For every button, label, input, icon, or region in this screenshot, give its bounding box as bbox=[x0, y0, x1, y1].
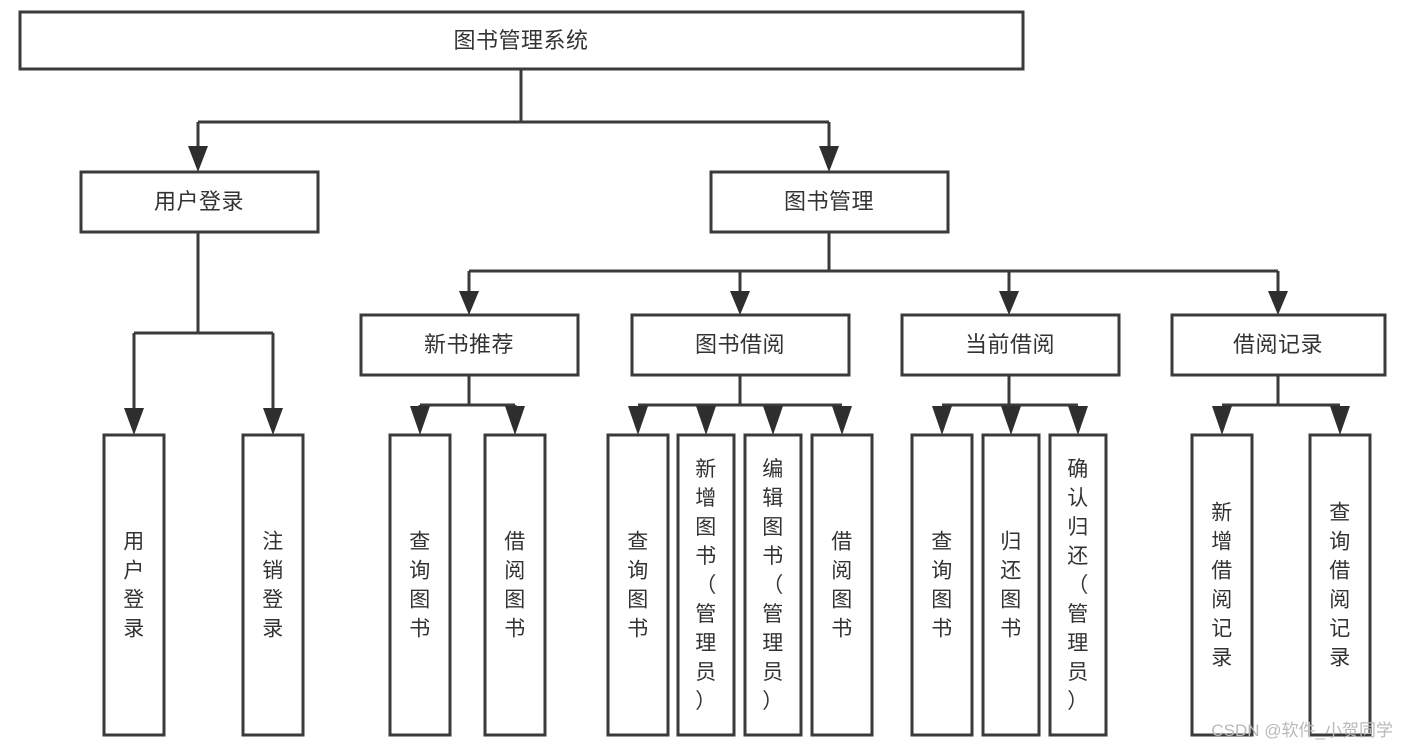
node-book-management-box[interactable] bbox=[709, 170, 950, 234]
arrow-to-leaf-query-borrow-record bbox=[1330, 406, 1350, 435]
node-leaf-add-borrow-record-box[interactable] bbox=[1190, 433, 1254, 737]
node-root[interactable]: 图书管理系统 bbox=[18, 10, 1025, 71]
arrow-to-leaf-edit-book-admin bbox=[763, 406, 783, 435]
node-leaf-confirm-return-admin-label: 确认归还（管理员） bbox=[1067, 458, 1089, 713]
node-leaf-add-book-admin[interactable]: 新增图书（管理员） bbox=[676, 433, 736, 737]
node-leaf-add-book-admin-box[interactable] bbox=[676, 433, 736, 737]
connector-layer bbox=[124, 69, 1350, 435]
node-book-management[interactable]: 图书管理 bbox=[709, 170, 950, 234]
arrow-to-leaf-logout bbox=[263, 408, 283, 435]
node-user-login-box[interactable] bbox=[79, 170, 320, 234]
node-leaf-borrow-book-recommend[interactable]: 借阅图书 bbox=[483, 433, 547, 737]
node-user-login[interactable]: 用户登录 bbox=[79, 170, 320, 234]
node-leaf-confirm-return-admin[interactable]: 确认归还（管理员） bbox=[1048, 433, 1108, 737]
node-leaf-return-book-label: 归还图书 bbox=[1000, 531, 1022, 641]
node-leaf-query-book-borrow-box[interactable] bbox=[606, 433, 670, 737]
node-leaf-query-book-recommend[interactable]: 查询图书 bbox=[388, 433, 452, 737]
watermark-text: CSDN @软件_小贺同学 bbox=[1211, 721, 1393, 740]
node-current-borrow-label: 当前借阅 bbox=[965, 332, 1055, 357]
node-leaf-borrow-book-borrow[interactable]: 借阅图书 bbox=[810, 433, 874, 737]
node-leaf-query-book-current[interactable]: 查询图书 bbox=[910, 433, 974, 737]
node-new-book-recommend-box[interactable] bbox=[359, 313, 580, 377]
arrow-to-book-borrow bbox=[730, 291, 750, 315]
node-borrow-record-box[interactable] bbox=[1170, 313, 1387, 377]
arrow-to-book-management bbox=[819, 146, 839, 172]
node-leaf-query-book-current-label: 查询图书 bbox=[931, 531, 953, 641]
node-book-borrow-label: 图书借阅 bbox=[695, 332, 785, 357]
node-leaf-logout-box[interactable] bbox=[241, 433, 305, 737]
node-leaf-query-borrow-record-box[interactable] bbox=[1308, 433, 1372, 737]
node-leaf-query-book-borrow-label: 查询图书 bbox=[627, 531, 649, 641]
arrow-to-leaf-borrow-book-borrow bbox=[832, 406, 852, 435]
node-leaf-confirm-return-admin-box[interactable] bbox=[1048, 433, 1108, 737]
node-leaf-logout[interactable]: 注销登录 bbox=[241, 433, 305, 737]
node-leaf-borrow-book-recommend-box[interactable] bbox=[483, 433, 547, 737]
node-leaf-query-borrow-record[interactable]: 查询借阅记录 bbox=[1308, 433, 1372, 737]
arrow-to-leaf-query-book-borrow bbox=[628, 406, 648, 435]
arrow-to-leaf-query-book-current bbox=[932, 406, 952, 435]
arrow-to-leaf-add-borrow-record bbox=[1212, 406, 1232, 435]
node-leaf-user-login[interactable]: 用户登录 bbox=[102, 433, 166, 737]
node-borrow-record-label: 借阅记录 bbox=[1233, 332, 1323, 357]
node-borrow-record[interactable]: 借阅记录 bbox=[1170, 313, 1387, 377]
node-leaf-edit-book-admin-label: 编辑图书（管理员） bbox=[762, 458, 784, 713]
node-new-book-recommend[interactable]: 新书推荐 bbox=[359, 313, 580, 377]
arrow-to-leaf-user-login bbox=[124, 408, 144, 435]
arrow-to-leaf-borrow-book-recommend bbox=[505, 406, 525, 435]
node-leaf-add-borrow-record[interactable]: 新增借阅记录 bbox=[1190, 433, 1254, 737]
arrow-to-user-login bbox=[188, 146, 208, 172]
node-leaf-borrow-book-borrow-box[interactable] bbox=[810, 433, 874, 737]
node-leaf-return-book-box[interactable] bbox=[981, 433, 1041, 737]
node-leaf-user-login-label: 用户登录 bbox=[123, 531, 145, 641]
node-leaf-add-book-admin-label: 新增图书（管理员） bbox=[695, 458, 717, 713]
arrow-to-leaf-query-book-recommend bbox=[410, 406, 430, 435]
node-book-borrow[interactable]: 图书借阅 bbox=[630, 313, 851, 377]
node-current-borrow[interactable]: 当前借阅 bbox=[900, 313, 1121, 377]
arrow-to-leaf-confirm-return-admin bbox=[1068, 406, 1088, 435]
node-user-login-label: 用户登录 bbox=[154, 189, 244, 214]
node-root-label: 图书管理系统 bbox=[453, 28, 588, 53]
arrow-to-leaf-add-book-admin bbox=[696, 406, 716, 435]
node-leaf-edit-book-admin[interactable]: 编辑图书（管理员） bbox=[743, 433, 803, 737]
arrow-to-current-borrow bbox=[999, 291, 1019, 315]
arrow-to-borrow-record bbox=[1268, 291, 1288, 315]
node-leaf-logout-label: 注销登录 bbox=[262, 531, 284, 641]
node-leaf-query-book-current-box[interactable] bbox=[910, 433, 974, 737]
node-leaf-borrow-book-recommend-label: 借阅图书 bbox=[504, 531, 526, 641]
node-new-book-recommend-label: 新书推荐 bbox=[424, 332, 514, 357]
leaf-node-layer: 用户登录 注销登录 查询图书 借阅图书 查询图书 新增图书（管理员） bbox=[102, 433, 1372, 737]
node-leaf-query-borrow-record-label: 查询借阅记录 bbox=[1329, 502, 1351, 670]
node-leaf-edit-book-admin-box[interactable] bbox=[743, 433, 803, 737]
node-leaf-add-borrow-record-label: 新增借阅记录 bbox=[1211, 502, 1233, 670]
arrow-to-new-book-recommend bbox=[459, 291, 479, 315]
node-book-management-label: 图书管理 bbox=[784, 189, 874, 214]
node-leaf-borrow-book-borrow-label: 借阅图书 bbox=[831, 531, 853, 641]
node-leaf-query-book-recommend-box[interactable] bbox=[388, 433, 452, 737]
node-book-borrow-box[interactable] bbox=[630, 313, 851, 377]
node-leaf-user-login-box[interactable] bbox=[102, 433, 166, 737]
node-leaf-return-book[interactable]: 归还图书 bbox=[981, 433, 1041, 737]
node-leaf-query-book-recommend-label: 查询图书 bbox=[409, 531, 431, 641]
arrow-to-leaf-return-book bbox=[1001, 406, 1021, 435]
node-current-borrow-box[interactable] bbox=[900, 313, 1121, 377]
node-leaf-query-book-borrow[interactable]: 查询图书 bbox=[606, 433, 670, 737]
node-root-box[interactable] bbox=[18, 10, 1025, 71]
